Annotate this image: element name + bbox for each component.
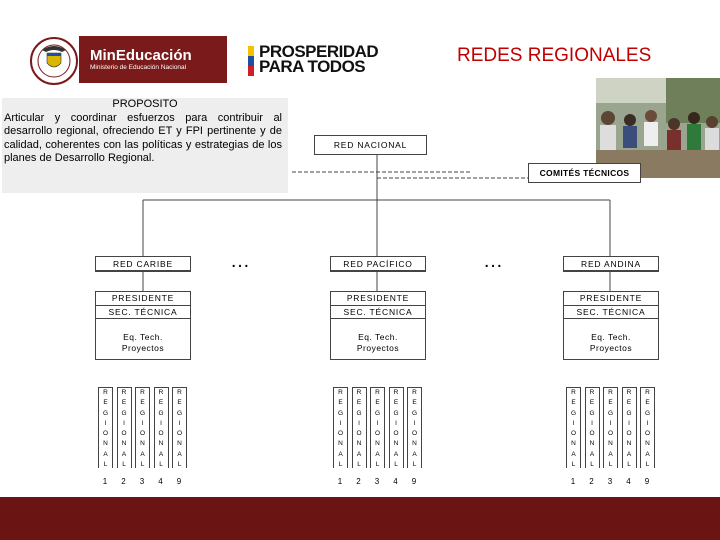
eq-line-2: Proyectos [356, 343, 400, 353]
ellipsis-2: … [483, 250, 504, 272]
eq-line-1: Eq. Tech. [123, 332, 163, 342]
region-name: RED CARIBE [95, 256, 191, 272]
footer-bar [0, 497, 720, 540]
red-nacional-box: RED NACIONAL [314, 135, 427, 155]
mineducacion-logo [79, 36, 227, 83]
purpose-text: Articular y coordinar esfuerzos para con… [4, 111, 282, 165]
regional-number: 4 [626, 477, 631, 486]
ellipsis-1: … [230, 250, 251, 272]
regional-number: 4 [158, 477, 163, 486]
divider [563, 359, 659, 360]
eq-line-1: Eq. Tech. [358, 332, 398, 342]
eq-tech-box: Eq. Tech. Proyectos [95, 319, 191, 359]
regional-number: 2 [121, 477, 126, 486]
sec-tecnica-box: SEC. TÉCNICA [563, 305, 659, 319]
comites-tecnicos-box: COMITÉS TÉCNICOS [528, 163, 641, 183]
regional-number: 2 [356, 477, 361, 486]
campaign-line-1: PROSPERIDAD [259, 42, 379, 61]
purpose-title: PROPOSITO [112, 98, 178, 110]
president-box: PRESIDENTE [95, 291, 191, 305]
eq-line-2: Proyectos [121, 343, 165, 353]
regional-number: 3 [607, 477, 613, 486]
regional-number: 9 [176, 477, 182, 486]
president-box: PRESIDENTE [563, 291, 659, 305]
eq-line-2: Proyectos [589, 343, 633, 353]
eq-line-1: Eq. Tech. [591, 332, 631, 342]
regional-number: 3 [374, 477, 380, 486]
regional-number: 3 [139, 477, 145, 486]
divider [330, 359, 426, 360]
eq-tech-box: Eq. Tech. Proyectos [563, 319, 659, 359]
regional-number: 1 [102, 477, 108, 486]
sec-tecnica-box: SEC. TÉCNICA [95, 305, 191, 319]
eq-tech-box: Eq. Tech. Proyectos [330, 319, 426, 359]
logo-subtitle: Ministerio de Educación Nacional [90, 64, 187, 71]
purpose-panel: PROPOSITO Articular y coordinar esfuerzo… [2, 98, 288, 193]
region-name: RED PACÍFICO [330, 256, 426, 272]
president-box: PRESIDENTE [330, 291, 426, 305]
campaign-logo: PROSPERIDAD PARA TODOS [259, 42, 379, 76]
region-name: RED ANDINA [563, 256, 659, 272]
regional-number: 1 [337, 477, 343, 486]
regional-number: 9 [644, 477, 650, 486]
page-title: REDES REGIONALES [457, 45, 652, 66]
regional-number: 1 [570, 477, 576, 486]
colombia-seal-icon [30, 37, 78, 85]
regional-number: 2 [589, 477, 594, 486]
regional-number: 9 [411, 477, 417, 486]
regional-number: 4 [393, 477, 398, 486]
prosperidad-flag-icon [248, 46, 254, 76]
campaign-line-2: PARA TODOS [259, 57, 366, 76]
logo-name: MinEducación [90, 47, 192, 64]
divider [95, 359, 191, 360]
sec-tecnica-box: SEC. TÉCNICA [330, 305, 426, 319]
